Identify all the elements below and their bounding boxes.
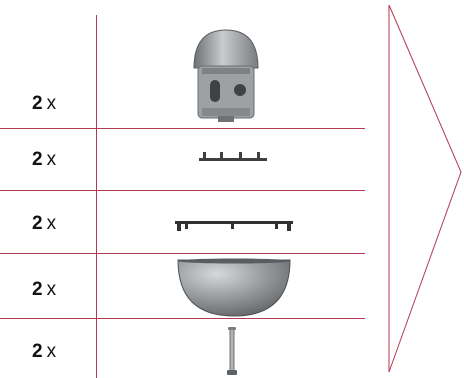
next-step-arrow-icon: [385, 0, 464, 378]
column-divider: [96, 15, 97, 378]
multiplier-sign: x: [47, 213, 57, 234]
multiplier-sign: x: [47, 341, 57, 362]
row-divider: [0, 318, 365, 319]
part-count: 2: [32, 279, 43, 300]
row-divider: [0, 253, 365, 254]
part-count: 2: [32, 341, 43, 362]
row-divider: [0, 128, 365, 129]
part-count: 2: [32, 93, 43, 114]
multiplier-sign: x: [47, 149, 57, 170]
short-rail-clip-icon: [199, 151, 267, 163]
part-count: 2: [32, 213, 43, 234]
multiplier-sign: x: [47, 93, 57, 114]
multiplier-sign: x: [47, 279, 57, 300]
pin-bolt-icon: [226, 327, 238, 377]
row-divider: [0, 190, 365, 191]
bracket-head-icon: [188, 28, 264, 124]
dome-cap-icon: [176, 258, 292, 318]
long-rail-clip-icon: [175, 219, 293, 231]
part-count: 2: [32, 149, 43, 170]
